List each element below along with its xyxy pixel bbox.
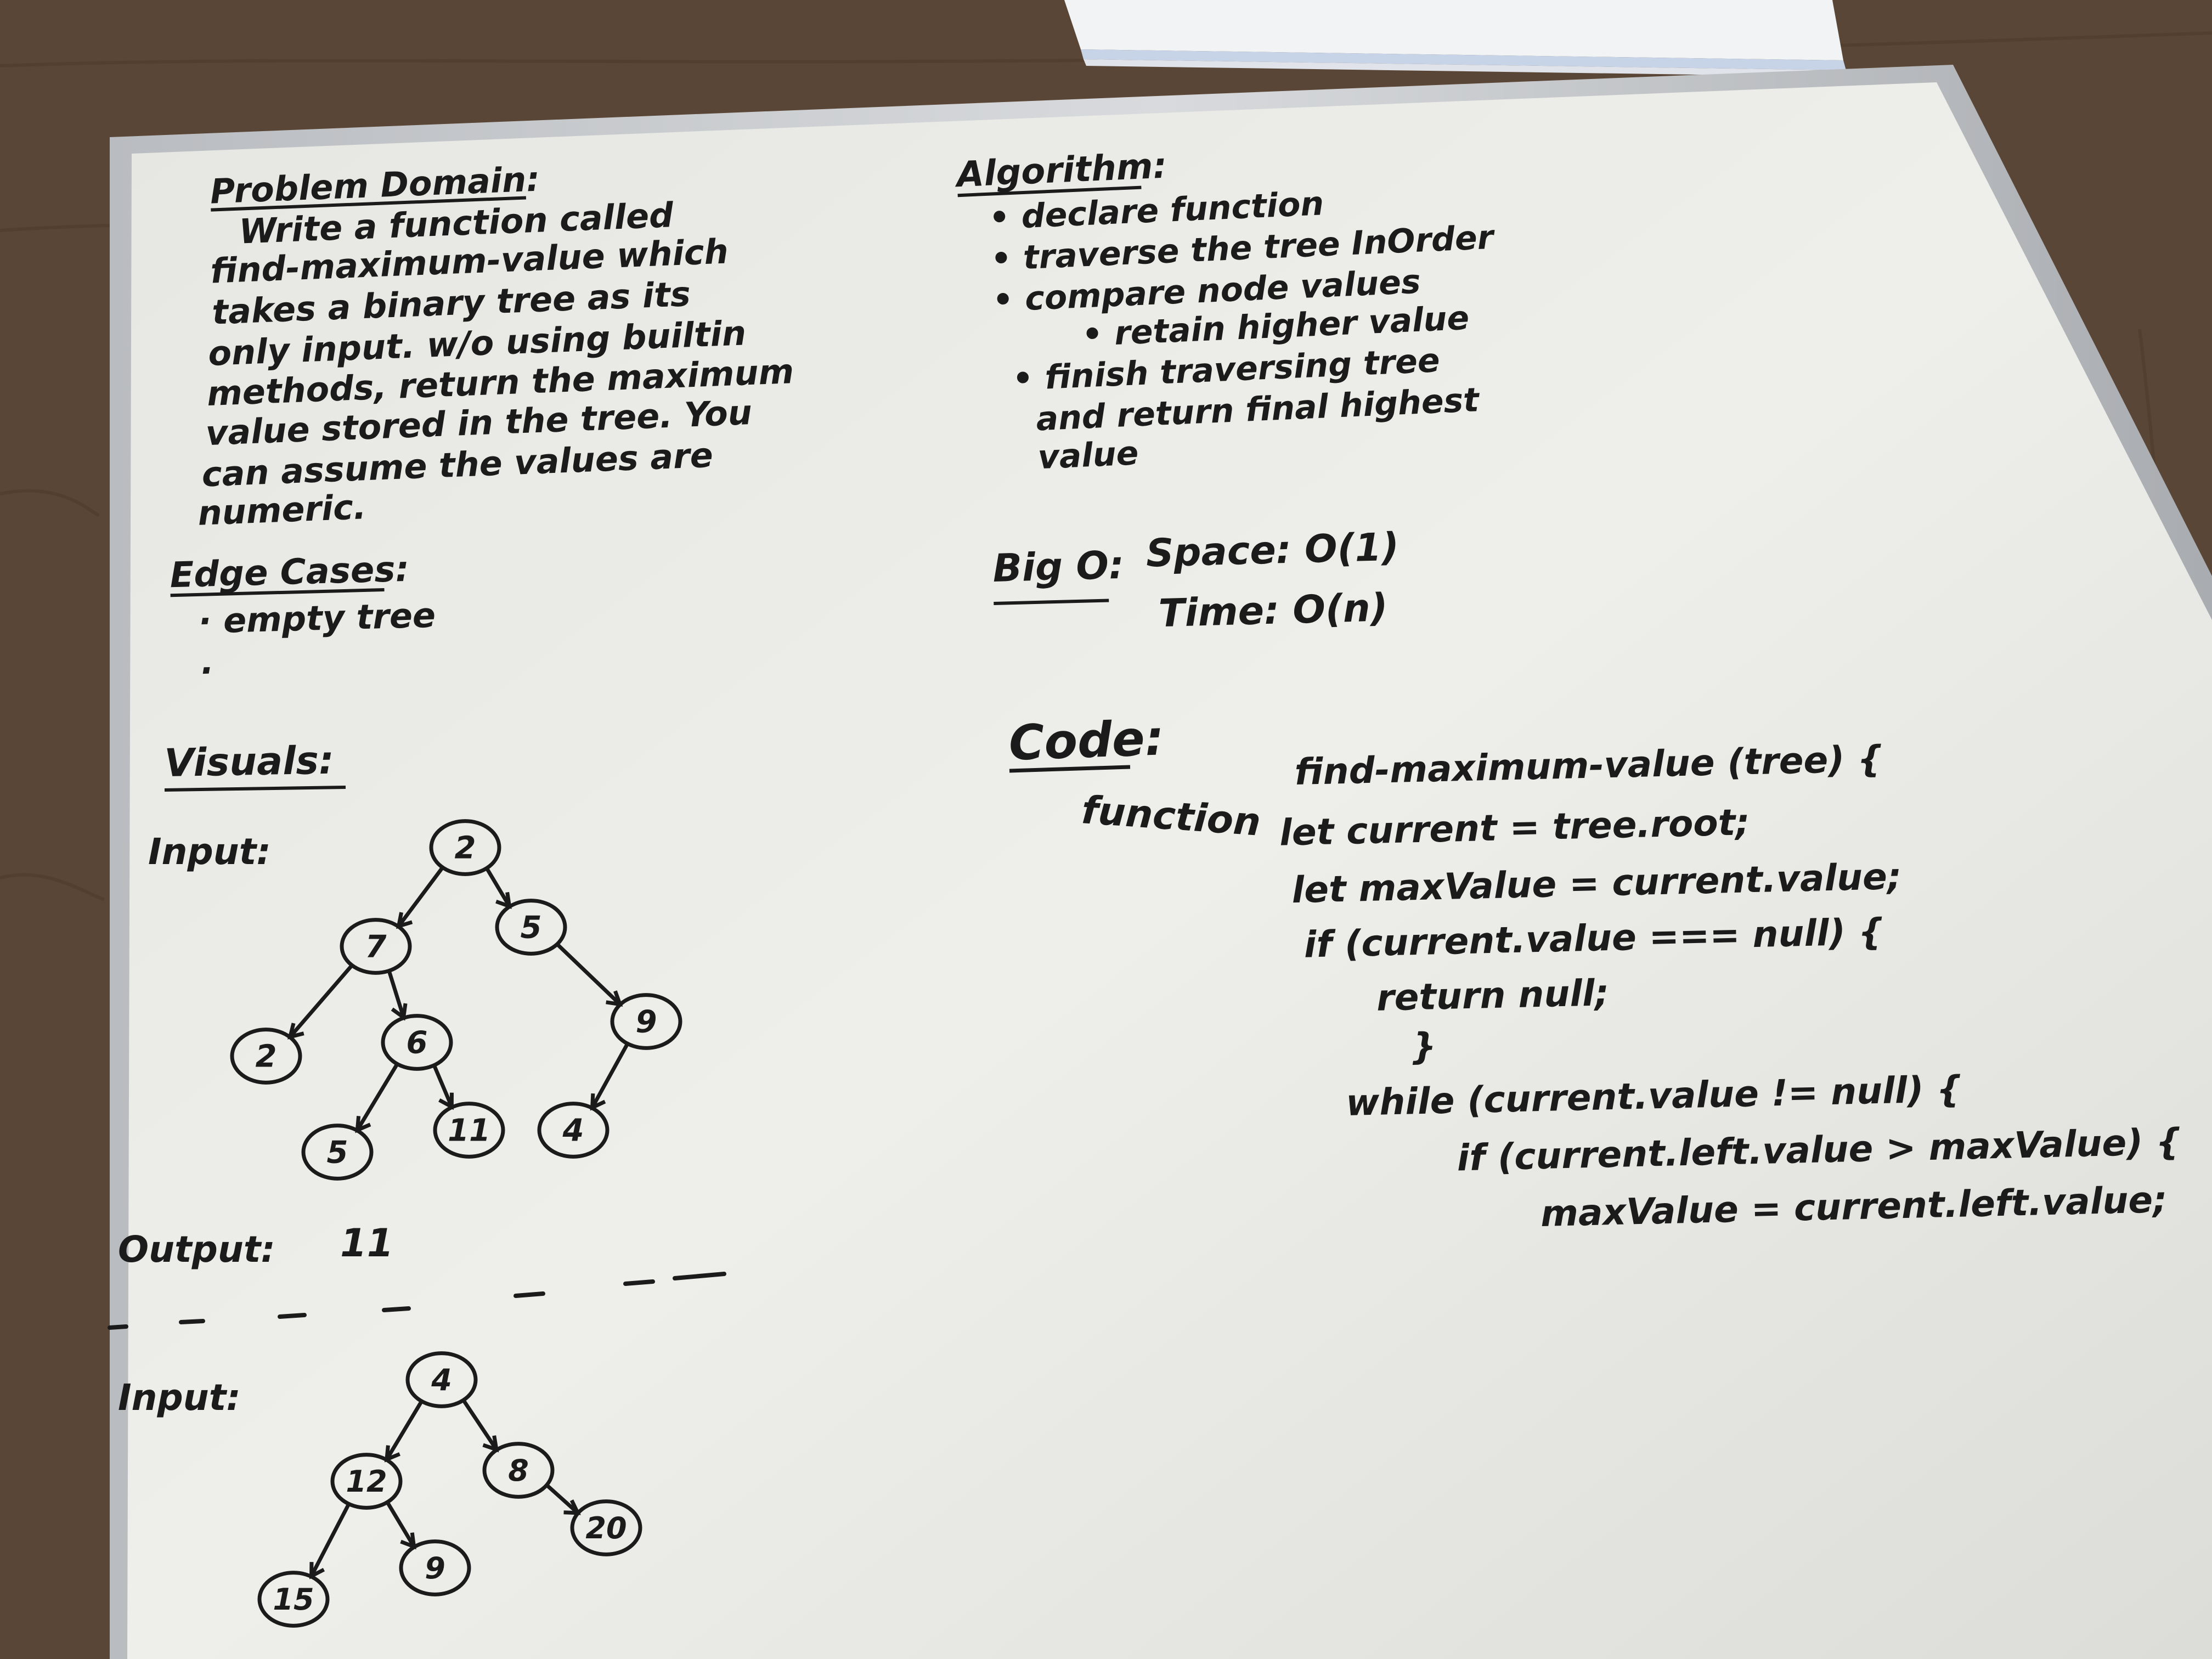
tree1-node-circle [381,1014,453,1071]
tree2-node-circle [405,1351,478,1408]
tree2-node-label: 20 [585,1511,627,1545]
problem-line-8: numeric. [197,487,367,533]
big-o-section: Big O: Space: O(1) Time: O(n) [992,524,1400,636]
problem-domain-section: Problem Domain: Write a function called … [197,159,794,533]
edge-case-2: · [199,650,213,691]
visuals-section: Visuals: Input: 2 7 5 2 6 9 5 11 4 Output: 11 In… [108,738,726,1628]
algorithm-underline [957,185,1142,198]
big-o-label: Big O: [992,543,1125,591]
output-value: 11 [340,1221,393,1266]
tree1-edge-b-e [387,970,405,1018]
binary-tree-1: 2 7 5 2 6 9 5 11 4 [230,819,682,1181]
tree1-node-circle [230,1028,302,1085]
tree1-edge-a-c [485,867,511,907]
tree1-node-circle [433,1102,505,1159]
tree2-edge-a-b [385,1401,424,1460]
tree1-node-label: 4 [562,1113,584,1149]
algorithm-section: Algorithm: • declare function • traverse… [953,146,1496,477]
tree1-edge-e-h [432,1065,454,1108]
tree1-node-label: 5 [521,910,542,946]
tree1-node-label: 5 [327,1135,348,1171]
code-underline [1009,765,1131,773]
tree1-edge-f-i [590,1043,629,1109]
tree1-node-label: 6 [407,1025,428,1061]
tree2-node-circle [257,1571,330,1628]
tree2-node-circle [482,1442,555,1499]
code-section: Code: function find-maximum-value (tree)… [1008,709,2182,1235]
input-2-label: Input: [118,1376,241,1419]
big-o-time: Time: O(n) [1158,585,1389,636]
tree2-node-circle [570,1499,642,1556]
tree1-node-label: 11 [448,1113,490,1149]
tree1-node-circle [495,899,567,956]
tree1-node-circle [340,918,412,975]
whiteboard-surface [127,82,2212,1659]
tree1-node-label: 2 [455,831,476,866]
tree1-edge-e-g [356,1063,399,1131]
dashed-separator [108,1272,726,1330]
input-1-label: Input: [148,831,271,873]
problem-domain-underline [211,196,527,212]
paper-stack [1064,0,1848,77]
code-heading: Code: [1008,709,1165,771]
code-line-5: return null; [1376,972,1610,1019]
tree2-node-circle [330,1453,403,1510]
visuals-underline [164,786,346,792]
output-label: Output: [118,1228,275,1271]
edge-case-1: · empty tree [198,595,436,641]
code-line-6: } [1410,1025,1437,1068]
binary-tree-2: 4 12 8 20 9 15 [257,1351,642,1628]
tree2-node-label: 15 [273,1582,314,1617]
edge-cases-heading: Edge Cases: [170,549,410,596]
tree1-edge-b-d [289,964,353,1039]
tree1-node-label: 2 [256,1039,277,1075]
tree1-node-circle [610,993,682,1050]
tree2-edge-b-f [309,1503,351,1577]
tree1-node-circle [301,1124,374,1181]
edge-cases-underline [170,588,385,597]
big-o-space: Space: O(1) [1146,524,1400,576]
tree2-node-label: 12 [346,1464,387,1499]
tree1-node-circle [429,819,501,876]
tree2-node-label: 9 [425,1551,445,1585]
visuals-heading: Visuals: [164,738,335,786]
tree2-node-circle [399,1539,471,1596]
tree1-node-circle [537,1102,610,1159]
tree1-edge-a-b [397,866,444,928]
tree2-node-label: 8 [508,1453,529,1488]
tree2-edge-a-c [462,1399,498,1451]
edge-cases-section: Edge Cases: · empty tree · [170,549,436,691]
tree1-node-label: 7 [365,929,387,965]
tree2-node-label: 4 [431,1363,452,1397]
algorithm-step-4c: value [1037,434,1139,477]
tree1-node-label: 9 [636,1005,657,1040]
tree2-edge-c-d [545,1483,579,1515]
tree2-edge-b-e [386,1502,416,1548]
tree1-edge-c-f [556,943,622,1006]
big-o-underline [994,599,1109,605]
